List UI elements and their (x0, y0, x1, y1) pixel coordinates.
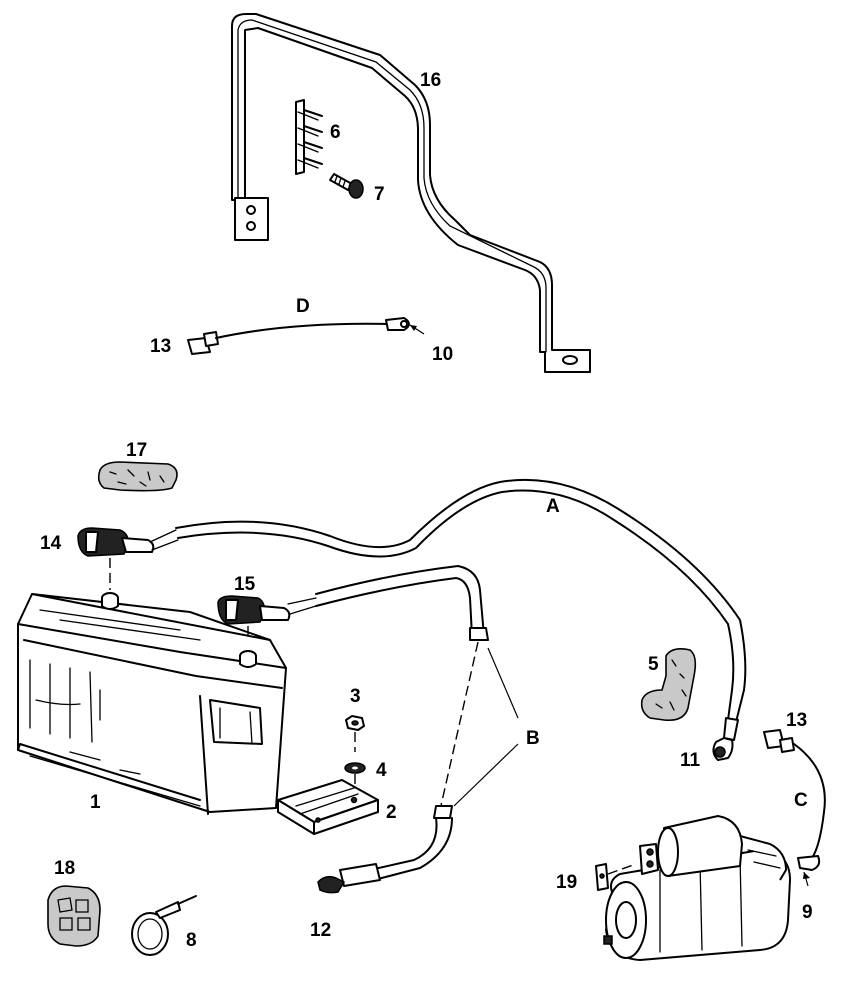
callout-C: C (794, 790, 808, 811)
starter-ground-lead-C (763, 729, 826, 887)
callout-13: 13 (150, 336, 171, 357)
starter-motor-19 (595, 815, 791, 961)
terminal-boot-5 (640, 648, 697, 722)
hold-down-plate-2 (277, 779, 379, 835)
callout-5: 5 (648, 654, 659, 675)
callout-12: 12 (310, 920, 331, 941)
callout-7: 7 (374, 184, 385, 205)
ground-lead-D (187, 317, 425, 355)
ring-lug-11 (712, 737, 734, 761)
washer-4 (344, 762, 366, 774)
cable-tie-8 (131, 895, 197, 956)
callout-18: 18 (54, 858, 75, 879)
battery-1 (17, 592, 287, 815)
callout-16: 16 (420, 70, 441, 91)
hold-down-bracket-16 (231, 13, 591, 373)
callout-10: 10 (432, 344, 453, 365)
callout-B: B (526, 728, 540, 749)
terminal-clamp-14 (77, 527, 179, 590)
callout-14: 14 (40, 533, 62, 554)
callout-4: 4 (376, 760, 387, 781)
callout-11: 11 (680, 750, 701, 771)
callout-2: 2 (386, 802, 397, 823)
nut-3 (345, 715, 365, 731)
callout-6: 6 (330, 122, 341, 143)
callout-9: 9 (802, 902, 813, 923)
fuse-holder-18 (47, 885, 101, 947)
terminal-strip-6 (295, 99, 323, 175)
battery-cable-B (315, 565, 519, 894)
screw-7 (329, 173, 364, 199)
callout-labels: 16 6 7 D 13 10 17 14 15 A 5 13 3 4 2 1 B… (40, 70, 813, 951)
main-cable-A (175, 479, 747, 741)
callout-13-lower: 13 (786, 710, 807, 731)
callout-19: 19 (556, 872, 577, 893)
callout-D: D (296, 296, 310, 317)
callout-17: 17 (126, 440, 147, 461)
callout-8: 8 (186, 930, 197, 951)
foam-pad-17 (97, 461, 178, 492)
callout-A: A (546, 496, 560, 517)
callout-15: 15 (234, 574, 256, 595)
terminal-clamp-15 (217, 595, 317, 652)
callout-1: 1 (90, 792, 101, 813)
callout-3: 3 (350, 686, 361, 707)
